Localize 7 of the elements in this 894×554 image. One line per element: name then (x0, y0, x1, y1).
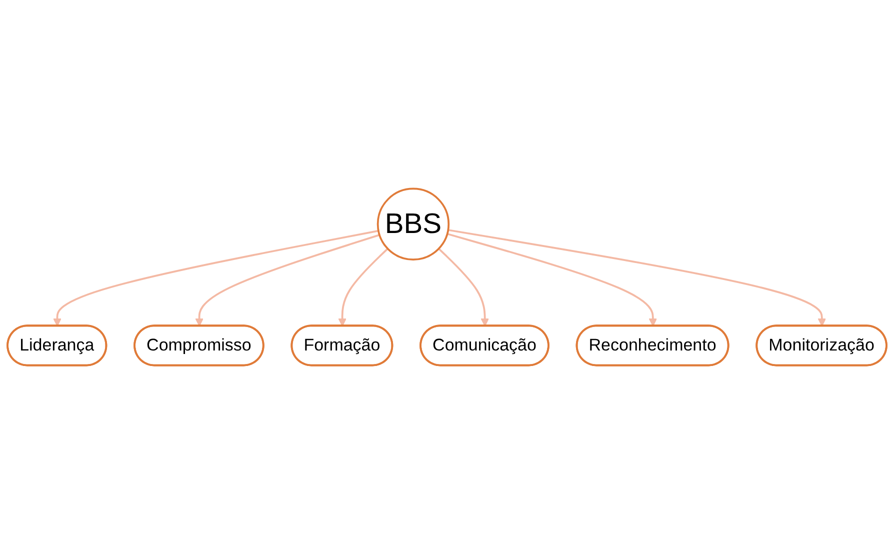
arrow (195, 234, 380, 326)
node-circle: BBS (376, 188, 450, 260)
arrow (438, 248, 489, 326)
arrow (53, 230, 379, 326)
arrow (338, 248, 388, 326)
arrow (447, 232, 658, 326)
arrow (448, 229, 826, 326)
